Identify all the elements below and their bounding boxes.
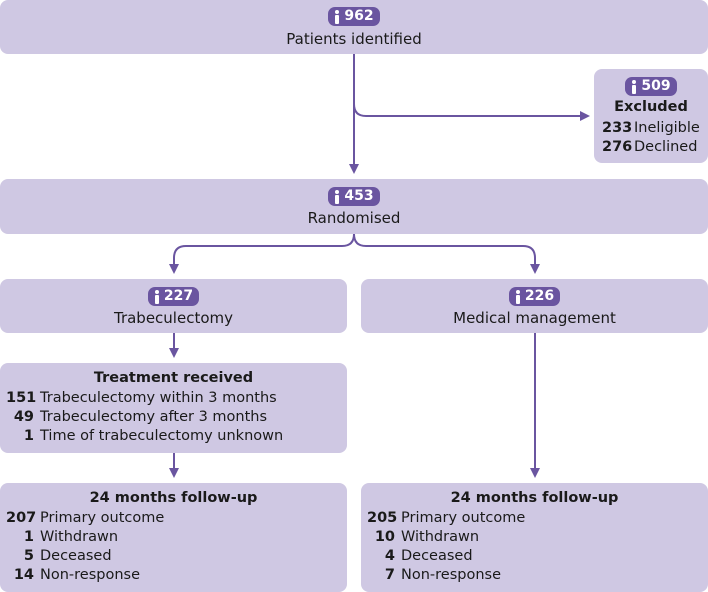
person-icon	[154, 289, 159, 304]
identified-label: Patients identified	[286, 30, 422, 48]
excluded-badge: 509	[625, 77, 677, 96]
person-icon	[335, 189, 340, 204]
followup-trab-title: 24 months follow-up	[89, 490, 258, 506]
excluded-count: 509	[641, 78, 671, 94]
arrow-randomised-split	[169, 233, 355, 274]
medical-count: 226	[524, 288, 555, 304]
randomised-label: Randomised	[307, 209, 401, 227]
identified-badge: 962	[328, 7, 380, 26]
person-icon	[632, 79, 637, 94]
excluded-title: Excluded	[614, 99, 688, 115]
medical-label: Medical management	[453, 309, 616, 327]
randomised-count: 453	[344, 188, 374, 204]
person-icon	[515, 289, 520, 304]
arrow-randomised-split-right	[353, 233, 540, 274]
trab-badge: 227	[147, 287, 200, 306]
arrow-to-excluded	[353, 103, 590, 121]
trab-count: 227	[163, 288, 194, 304]
identified-count: 962	[344, 8, 374, 24]
randomised-box: 453 Randomised	[0, 179, 708, 234]
identified-box: 962 Patients identified	[0, 0, 708, 54]
randomised-badge: 453	[328, 187, 380, 206]
person-icon	[335, 9, 340, 24]
medical-box: 226 Medical management	[361, 279, 708, 333]
followup-med-title: 24 months follow-up	[450, 490, 619, 506]
treatment-title: Treatment received	[93, 370, 254, 386]
trab-box: 227 Trabeculectomy	[0, 279, 347, 333]
trab-label: Trabeculectomy	[113, 309, 233, 327]
medical-badge: 226	[508, 287, 561, 306]
